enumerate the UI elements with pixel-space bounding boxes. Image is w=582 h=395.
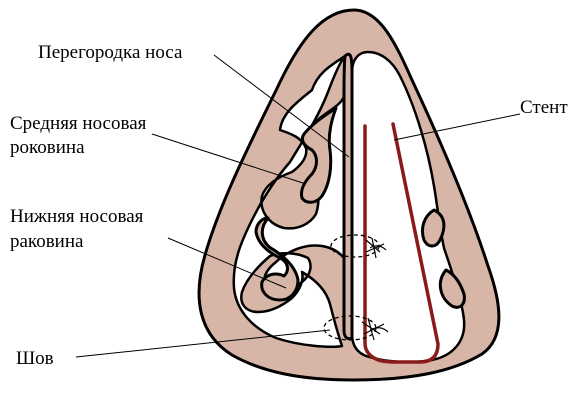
inferior-turbinate-label-line1: Нижняя носовая <box>10 206 144 227</box>
middle-turbinate-label-line1: Средняя носовая <box>10 113 147 134</box>
nasal-septum-shape <box>344 54 352 338</box>
middle-turbinate-label-line2: роковина <box>10 137 85 158</box>
inferior-turbinate-label-line2: раковина <box>10 231 84 252</box>
suture-label: Шов <box>16 348 54 369</box>
stent-label: Стент <box>520 97 568 118</box>
septum-label: Перегородка носа <box>38 42 183 63</box>
